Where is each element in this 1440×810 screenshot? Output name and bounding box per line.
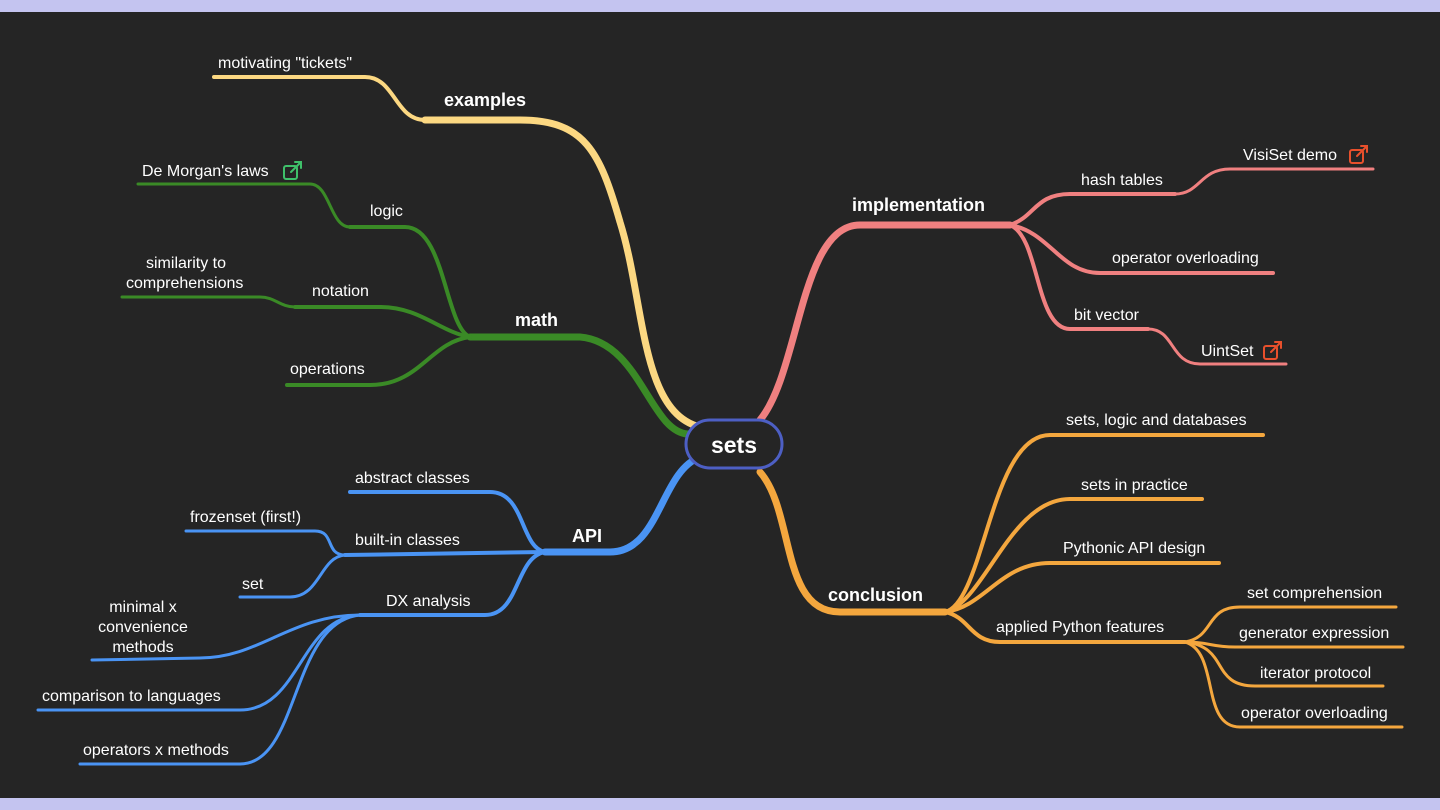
external-link-icon-arrow — [1270, 341, 1282, 353]
edge-bitvector-uintset — [1146, 327, 1288, 366]
edge-root-math — [466, 333, 692, 438]
node-operators-methods[interactable]: operators x methods — [83, 742, 229, 759]
edge-builtin-frozenset — [184, 529, 347, 557]
edge-conclusion-db — [943, 433, 1265, 614]
node-generator-expression[interactable]: generator expression — [1239, 625, 1389, 642]
node-minimal-line3[interactable]: methods — [112, 639, 173, 656]
edge-api-dx — [358, 550, 547, 617]
external-link-icon[interactable] — [1349, 145, 1368, 164]
edge-applied-comprehension — [1183, 605, 1398, 644]
node-minimal-line1[interactable]: minimal x — [109, 599, 177, 616]
node-operator-overloading-impl[interactable]: operator overloading — [1112, 250, 1259, 267]
node-sets-logic-db[interactable]: sets, logic and databases — [1066, 412, 1247, 429]
edge-root-conclusion — [756, 468, 949, 616]
node-notation[interactable]: notation — [312, 283, 369, 300]
node-math[interactable]: math — [515, 310, 558, 330]
external-link-icon-arrow — [290, 161, 302, 173]
node-operations[interactable]: operations — [290, 361, 365, 378]
edges-api — [36, 453, 704, 766]
node-builtin-classes[interactable]: built-in classes — [355, 532, 460, 549]
node-abstract-classes[interactable]: abstract classes — [355, 470, 470, 487]
edge-examples-motivating — [212, 75, 427, 122]
edges-examples — [212, 75, 704, 431]
edge-applied-operator — [1183, 640, 1404, 729]
node-hash-tables[interactable]: hash tables — [1081, 172, 1163, 189]
root-node[interactable]: sets — [684, 418, 784, 470]
node-api[interactable]: API — [572, 526, 602, 546]
mindmap-canvas: sets examples motivating "tickets" math … — [0, 12, 1440, 798]
edges-conclusion — [756, 433, 1405, 729]
edge-dx-operators — [78, 613, 362, 766]
node-pythonic-api[interactable]: Pythonic API design — [1063, 540, 1205, 557]
root-node-border — [684, 418, 784, 470]
edge-root-api — [541, 453, 704, 556]
external-link-icon-arrow — [1356, 145, 1368, 157]
edges-implementation — [756, 167, 1375, 424]
edge-root-implementation — [756, 221, 1014, 424]
external-link-icon-box — [1349, 149, 1364, 164]
external-link-icon[interactable] — [283, 161, 302, 180]
edge-conclusion-practice — [943, 497, 1204, 614]
node-operator-overloading-concl[interactable]: operator overloading — [1241, 705, 1388, 722]
node-motivating-tickets[interactable]: motivating "tickets" — [218, 55, 352, 72]
edge-impl-bitvector — [1008, 223, 1150, 331]
mindmap-diagram: sets examples motivating "tickets" math … — [36, 55, 1405, 766]
node-sets-in-practice[interactable]: sets in practice — [1081, 477, 1188, 494]
edge-applied-generator — [1183, 640, 1405, 649]
node-set[interactable]: set — [242, 576, 264, 593]
edge-math-notation — [293, 305, 472, 339]
node-iterator-protocol[interactable]: iterator protocol — [1260, 665, 1371, 682]
node-minimal-line2[interactable]: convenience — [98, 619, 188, 636]
node-dx-analysis[interactable]: DX analysis — [386, 593, 470, 610]
root-label: sets — [711, 432, 757, 458]
edge-dx-minimal — [90, 613, 362, 662]
external-link-icon[interactable] — [1263, 341, 1282, 360]
edge-math-operations — [285, 335, 472, 387]
edge-conclusion-applied — [943, 610, 1187, 644]
edges-math — [120, 182, 692, 438]
node-visiset-demo[interactable]: VisiSet demo — [1243, 147, 1337, 164]
edge-root-examples — [421, 116, 704, 431]
edge-dx-comparison — [36, 613, 362, 712]
node-examples[interactable]: examples — [444, 90, 526, 110]
edge-impl-hashtables — [1008, 192, 1177, 227]
edge-conclusion-pythonic — [943, 561, 1221, 614]
edge-applied-iterator — [1183, 640, 1385, 688]
node-logic[interactable]: logic — [370, 203, 403, 220]
node-applied-features[interactable]: applied Python features — [996, 619, 1164, 636]
node-similarity-line2[interactable]: comprehensions — [126, 275, 243, 292]
node-implementation[interactable]: implementation — [852, 195, 985, 215]
edge-notation-similarity — [120, 295, 297, 309]
node-set-comprehension[interactable]: set comprehension — [1247, 585, 1382, 602]
edge-builtin-set — [238, 553, 347, 599]
edge-logic-demorgan — [136, 182, 352, 229]
node-frozenset[interactable]: frozenset (first!) — [190, 509, 301, 526]
node-bit-vector[interactable]: bit vector — [1074, 307, 1140, 324]
edge-hashtables-visiset — [1173, 167, 1375, 196]
external-link-icon-box — [283, 165, 298, 180]
node-similarity-line1[interactable]: similarity to — [146, 255, 226, 272]
external-link-icon-box — [1263, 345, 1278, 360]
node-comparison[interactable]: comparison to languages — [42, 688, 221, 705]
edge-api-abstract — [348, 490, 547, 554]
edge-math-logic — [348, 225, 472, 339]
node-uintset[interactable]: UintSet — [1201, 343, 1254, 360]
node-de-morgan[interactable]: De Morgan's laws — [142, 163, 269, 180]
node-conclusion[interactable]: conclusion — [828, 585, 923, 605]
edge-impl-operator — [1008, 223, 1275, 275]
edge-api-builtin — [343, 550, 547, 557]
